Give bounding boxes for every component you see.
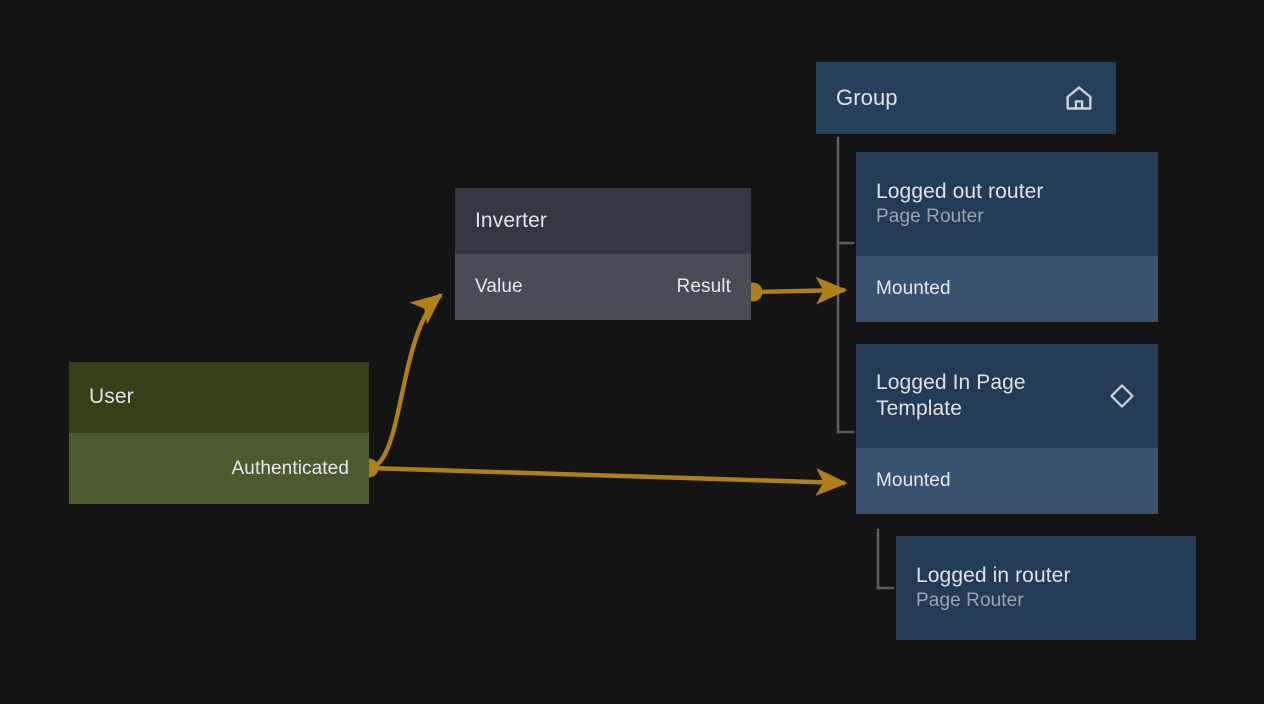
node-inverter-title: Inverter	[475, 208, 547, 232]
node-group[interactable]: Group	[816, 62, 1116, 134]
node-logged-in-router-subtitle: Page Router	[916, 590, 1024, 612]
tree-line-group	[836, 136, 855, 434]
node-logged-in-page-template-text: Logged In Page Template	[876, 370, 1026, 422]
node-user[interactable]: User Authenticated	[69, 362, 369, 504]
port-row-inverter[interactable]: Value Result	[455, 254, 751, 320]
node-logged-in-router-text: Logged in router Page Router	[916, 563, 1071, 613]
node-logged-in-router-header[interactable]: Logged in router Page Router	[896, 536, 1196, 640]
node-logged-in-page-template[interactable]: Logged In Page Template Mounted	[856, 344, 1158, 514]
node-logged-out-router-text: Logged out router Page Router	[876, 179, 1044, 229]
node-user-title: User	[89, 385, 134, 409]
port-label: Authenticated	[231, 457, 349, 479]
port-authenticated-user[interactable]: Authenticated	[69, 433, 369, 504]
edge-authenticated-to-mounted-template	[368, 465, 848, 497]
node-logged-in-router[interactable]: Logged in router Page Router	[896, 536, 1196, 640]
node-logged-out-router-title: Logged out router	[876, 180, 1044, 204]
tree-line-template	[876, 528, 895, 590]
port-label: Mounted	[876, 470, 951, 491]
port-label-value[interactable]: Value	[475, 276, 523, 297]
node-inverter-text: Inverter	[475, 208, 547, 234]
port-label: Mounted	[876, 278, 951, 299]
node-logged-in-page-template-header[interactable]: Logged In Page Template	[856, 344, 1158, 448]
node-logged-out-router[interactable]: Logged out router Page Router Mounted	[856, 152, 1158, 322]
port-mounted-logged-in-page-template[interactable]: Mounted	[856, 448, 1158, 514]
node-logged-in-router-title: Logged in router	[916, 564, 1071, 588]
node-group-header[interactable]: Group	[816, 62, 1116, 134]
node-logged-out-router-subtitle: Page Router	[876, 206, 984, 228]
node-user-header[interactable]: User	[69, 362, 369, 433]
node-user-text: User	[89, 384, 134, 410]
node-logged-in-page-template-title: Logged In Page Template	[876, 370, 1026, 420]
home-icon	[1062, 81, 1096, 115]
node-group-title: Group	[836, 85, 898, 111]
edge-authenticated-to-value	[368, 293, 443, 471]
diamond-icon	[1106, 380, 1138, 412]
port-label-result[interactable]: Result	[676, 276, 731, 297]
node-inverter-header[interactable]: Inverter	[455, 188, 751, 254]
node-logged-out-router-header[interactable]: Logged out router Page Router	[856, 152, 1158, 256]
node-inverter[interactable]: Inverter Value Result	[455, 188, 751, 320]
node-group-text: Group	[836, 84, 898, 111]
edge-result-to-mounted-out	[752, 276, 848, 305]
port-mounted-logged-out-router[interactable]: Mounted	[856, 256, 1158, 322]
